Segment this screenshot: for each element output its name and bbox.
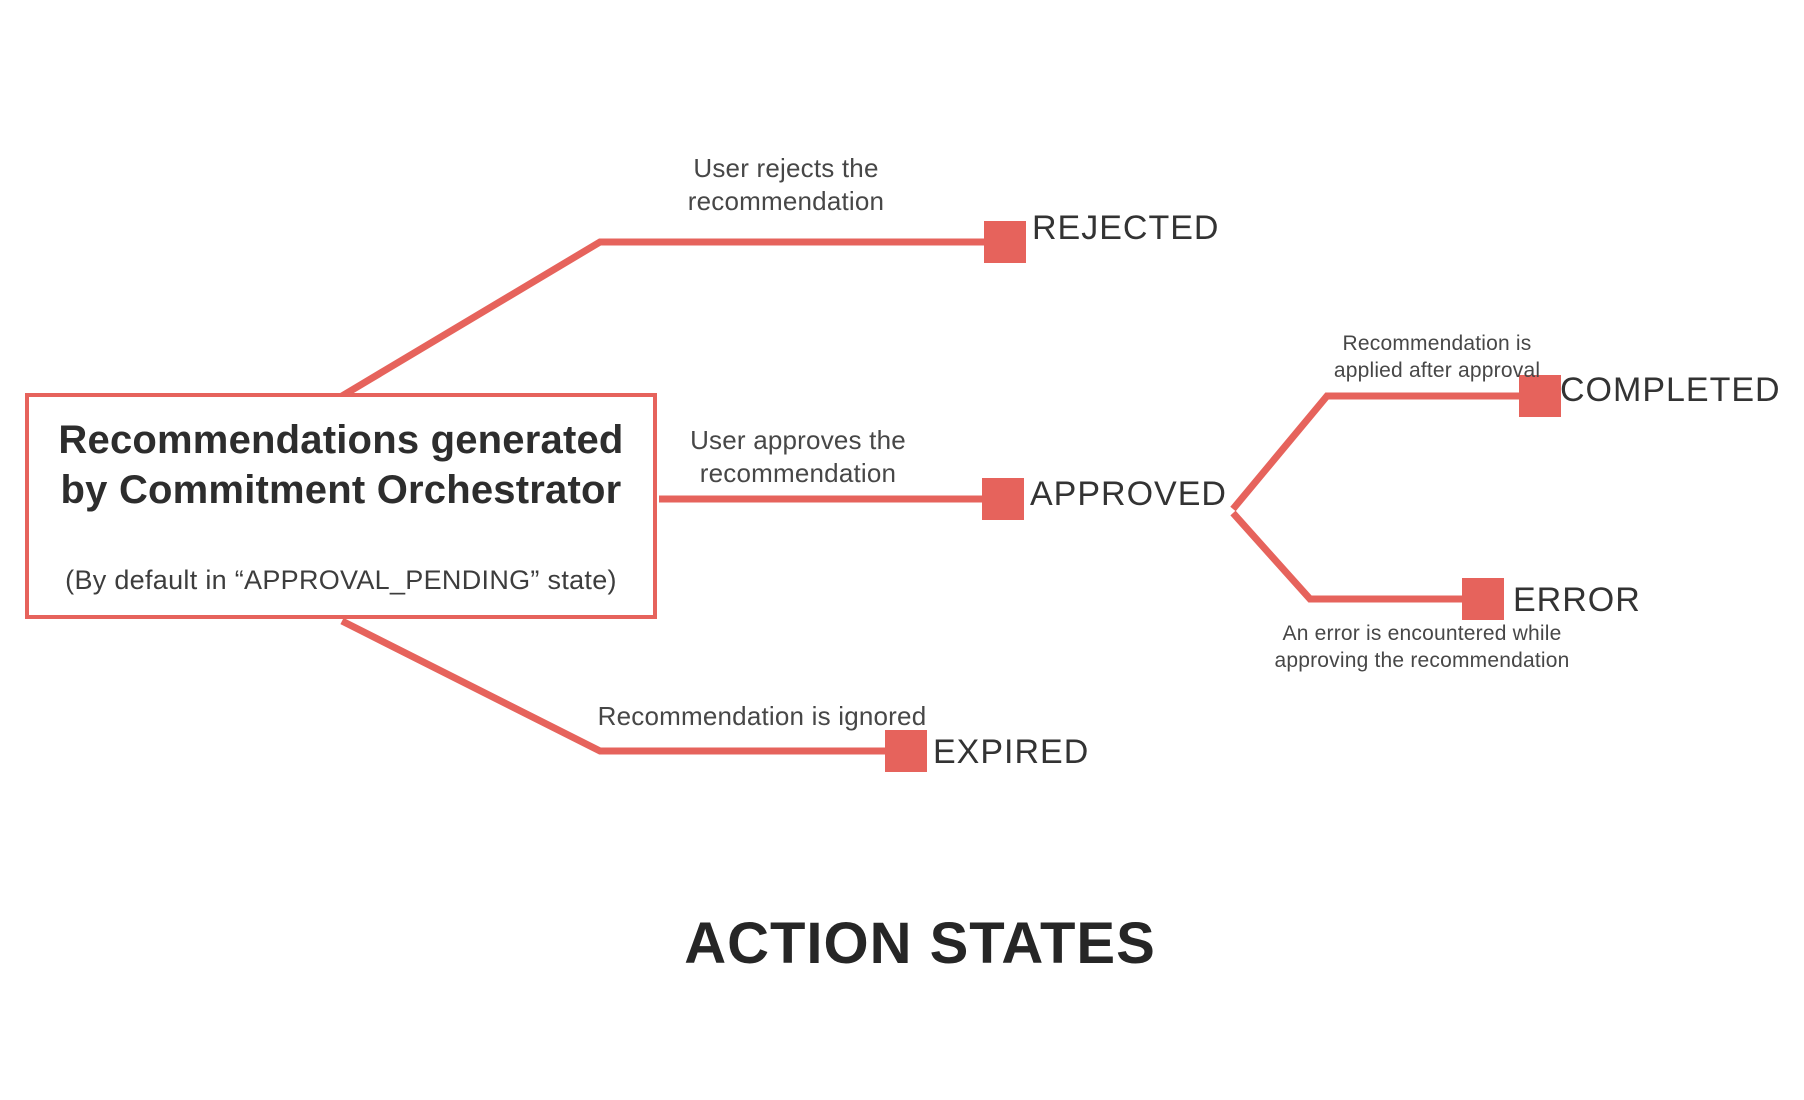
arrow-to-error [1230, 510, 1483, 599]
state-label-approved: APPROVED [1030, 475, 1227, 513]
diagram-title: ACTION STATES [684, 911, 1156, 976]
caption-user-approves-line1: User approves the [690, 425, 906, 455]
caption-recommendation-ignored: Recommendation is ignored [598, 700, 927, 733]
source-box-title-line1: Recommendations generated [58, 418, 624, 462]
caption-error-encountered: An error is encountered while approving … [1274, 620, 1569, 674]
arrow-to-completed [1230, 396, 1540, 512]
source-state-box: Recommendations generated by Commitment … [25, 393, 657, 619]
arrow-to-rejected [340, 242, 1005, 400]
source-box-title: Recommendations generated by Commitment … [58, 415, 623, 515]
state-label-completed: COMPLETED [1560, 371, 1781, 409]
state-label-expired: EXPIRED [933, 733, 1090, 771]
caption-applied-line1: Recommendation is [1342, 332, 1532, 355]
caption-error-line2: approving the recommendation [1274, 649, 1570, 672]
caption-user-rejects-line1: User rejects the [693, 153, 879, 183]
arrow-to-expired [340, 617, 906, 751]
caption-applied-after-approval: Recommendation is applied after approval [1334, 330, 1540, 384]
caption-user-approves: User approves the recommendation [690, 424, 906, 490]
caption-applied-line2: applied after approval [1333, 359, 1541, 382]
source-box-title-line2: by Commitment Orchestrator [60, 468, 622, 512]
source-box-subtitle: (By default in “APPROVAL_PENDING” state) [65, 565, 617, 595]
caption-ignored-line1: Recommendation is ignored [597, 701, 927, 731]
caption-error-line1: An error is encountered while [1282, 622, 1562, 645]
state-label-rejected: REJECTED [1032, 209, 1220, 247]
caption-user-rejects-line2: recommendation [687, 186, 885, 216]
caption-user-approves-line2: recommendation [699, 458, 897, 488]
caption-user-rejects: User rejects the recommendation [688, 152, 884, 218]
state-label-error: ERROR [1513, 581, 1641, 619]
